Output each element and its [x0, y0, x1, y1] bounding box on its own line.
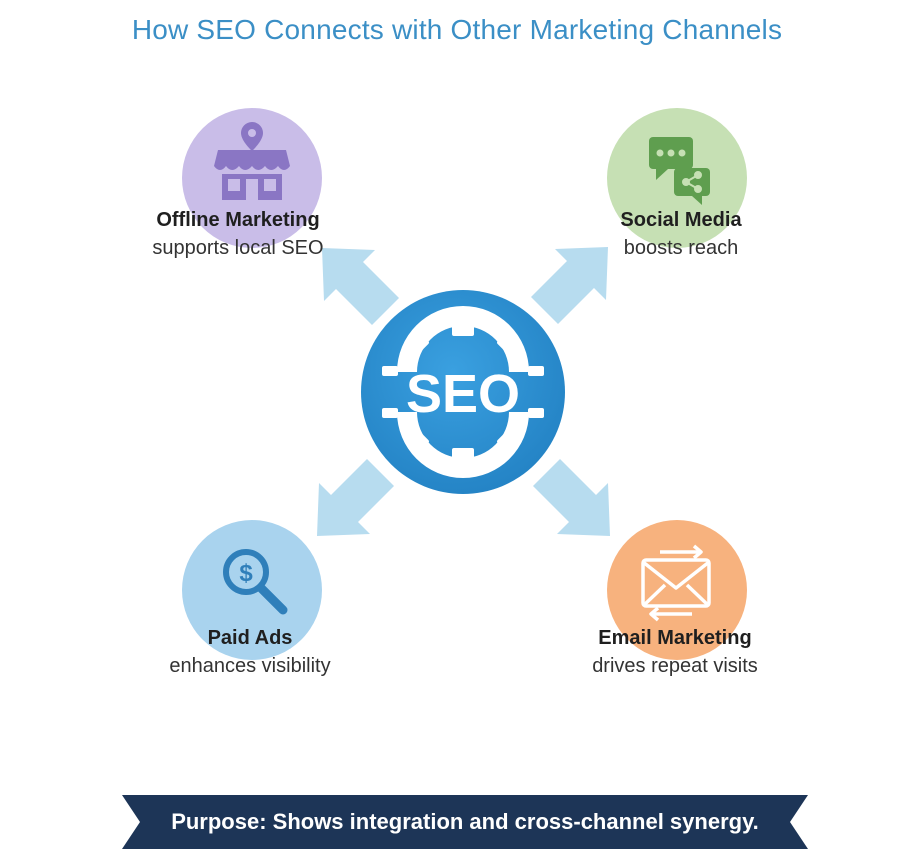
node-social-media	[607, 108, 747, 248]
node-description: boosts reach	[623, 237, 739, 259]
storefront-location-icon	[214, 122, 290, 200]
dollar-magnifier-icon: $	[223, 549, 288, 615]
arrow-to-email-marketing	[533, 459, 610, 536]
node-description: supports local SEO	[152, 237, 324, 259]
page-title: How SEO Connects with Other Marketing Ch…	[131, 14, 783, 45]
purpose-banner: Purpose: Shows integration and cross-cha…	[122, 795, 808, 849]
seo-label: SEO	[406, 364, 520, 424]
label-email-marketing: Email Marketing drives repeat visits	[545, 625, 805, 681]
gear-icon	[382, 306, 544, 478]
banner-ribbon	[122, 795, 808, 849]
node-name: Social Media	[620, 209, 742, 231]
label-paid-ads: Paid Ads enhances visibility	[120, 625, 380, 681]
node-name: Paid Ads	[207, 627, 293, 649]
arrow-to-offline-marketing	[322, 248, 399, 325]
svg-text:$: $	[239, 560, 253, 587]
node-email-marketing	[607, 520, 747, 660]
node-description: drives repeat visits	[592, 655, 758, 677]
node-paid-ads: $	[182, 520, 322, 660]
label-social-media: Social Media boosts reach	[551, 207, 811, 263]
label-offline-marketing: Offline Marketing supports local SEO	[108, 207, 368, 263]
arrow-to-social-media	[531, 247, 608, 324]
seo-hub: SEO	[361, 290, 565, 494]
node-name: Offline Marketing	[156, 209, 320, 231]
envelope-arrows-icon	[641, 544, 711, 622]
node-name: Email Marketing	[598, 627, 752, 649]
chat-share-icon	[649, 137, 710, 205]
banner-text: Purpose: Shows integration and cross-cha…	[171, 809, 759, 834]
arrow-to-paid-ads	[317, 459, 394, 536]
node-offline-marketing	[182, 108, 322, 248]
node-description: enhances visibility	[169, 655, 331, 677]
